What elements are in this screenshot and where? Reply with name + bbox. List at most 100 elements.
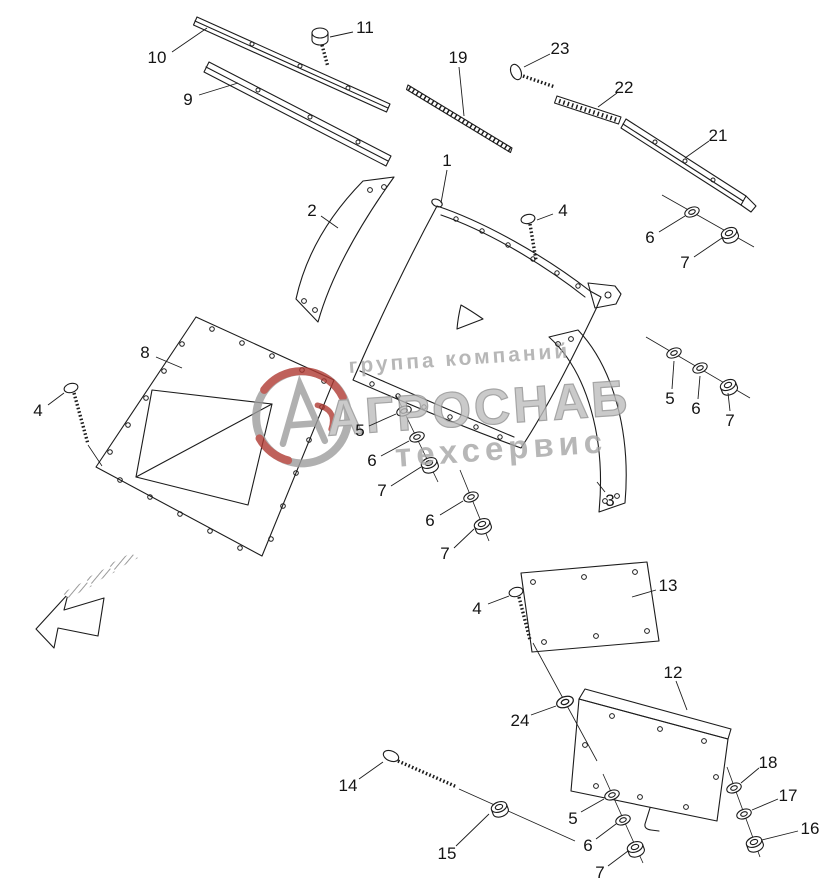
part-3-curved-band [548,329,627,513]
washer-24 [554,693,576,711]
bolt-4-left [63,382,90,445]
part-2-curved-band [295,176,395,323]
direction-arrow [35,553,138,649]
svg-text:7: 7 [440,544,449,563]
callout-4: 4 [536,201,568,221]
part-8-plate [95,316,335,557]
svg-text:18: 18 [759,753,778,772]
svg-text:7: 7 [595,863,604,882]
part-9-strip [203,61,392,167]
svg-text:4: 4 [33,401,42,420]
callout-17: 17 [751,786,798,811]
bolt-4-top [520,213,538,261]
callout-21: 21 [684,126,728,159]
svg-text:22: 22 [615,78,634,97]
callout-6: 6 [583,823,617,855]
svg-text:13: 13 [659,576,678,595]
svg-text:7: 7 [377,481,386,500]
svg-text:1: 1 [442,151,451,170]
svg-text:7: 7 [680,253,689,272]
washer-17 [734,806,754,822]
svg-text:4: 4 [558,201,567,220]
svg-text:9: 9 [183,90,192,109]
callout-7: 7 [377,466,422,500]
callout-7: 7 [440,528,475,563]
svg-text:15: 15 [438,844,457,863]
callout-7: 7 [725,392,735,430]
svg-text:21: 21 [709,126,728,145]
hatch-chevron [108,553,138,570]
part-21-strip [620,118,757,213]
part-12-plate [570,688,732,832]
bolt-14 [382,749,458,789]
svg-text:8: 8 [140,343,149,362]
svg-text:17: 17 [779,786,798,805]
callout-8: 8 [140,343,183,369]
svg-text:4: 4 [472,599,481,618]
svg-text:6: 6 [425,511,434,530]
watermark: группа компаний АГРОСНАБ техсервис [252,339,632,474]
svg-text:6: 6 [583,836,592,855]
callout-1: 1 [440,151,452,204]
part-13-plate [520,561,660,653]
watermark-text-top: группа компаний [348,339,571,377]
center-lines [87,194,761,864]
nut-16 [744,834,766,855]
callout-6: 6 [691,375,701,418]
watermark-logo-icon [252,367,353,468]
callout-12: 12 [664,663,688,711]
callout-22: 22 [597,78,634,108]
hatch-chevron [62,581,92,598]
callout-4: 4 [472,595,510,618]
svg-text:19: 19 [449,48,468,67]
callout-19: 19 [449,48,468,117]
nut-15 [489,799,511,820]
callout-10: 10 [148,27,208,67]
callout-2: 2 [307,201,339,229]
callout-11: 11 [329,18,374,38]
part-23-bolt [509,63,556,89]
callout-18: 18 [740,753,778,784]
callout-5: 5 [568,798,605,828]
callout-4: 4 [33,392,65,420]
svg-text:5: 5 [568,809,577,828]
svg-text:2: 2 [307,201,316,220]
callout-7: 7 [595,850,629,882]
hatch-chevron [85,567,115,584]
part-19-rod [405,84,513,154]
svg-text:5: 5 [355,421,364,440]
callout-16: 16 [761,819,820,841]
svg-text:11: 11 [356,18,374,37]
callout-7: 7 [680,237,723,272]
svg-text:24: 24 [511,711,530,730]
svg-text:6: 6 [645,228,654,247]
bolt-4-bottom [508,586,532,641]
svg-text:6: 6 [691,399,700,418]
washers-and-nuts [394,204,766,860]
svg-text:6: 6 [367,451,376,470]
callout-13: 13 [631,576,678,598]
callout-14: 14 [339,761,384,795]
svg-text:23: 23 [551,39,570,58]
callout-6: 6 [367,440,410,470]
svg-text:3: 3 [605,491,614,510]
callout-15: 15 [438,813,490,863]
svg-text:16: 16 [801,819,820,838]
callout-5: 5 [355,413,397,440]
part-22-strip [553,95,622,125]
svg-text:7: 7 [725,411,734,430]
callout-3: 3 [596,481,615,510]
svg-text:10: 10 [148,48,167,67]
svg-text:14: 14 [339,776,358,795]
part-11-bolt [311,27,330,68]
svg-text:5: 5 [665,389,674,408]
callout-23: 23 [523,39,570,68]
part-1-panel [352,198,622,449]
part-10-strip [192,16,391,113]
callout-6: 6 [425,500,464,530]
callout-6: 6 [645,215,686,247]
svg-text:12: 12 [664,663,683,682]
